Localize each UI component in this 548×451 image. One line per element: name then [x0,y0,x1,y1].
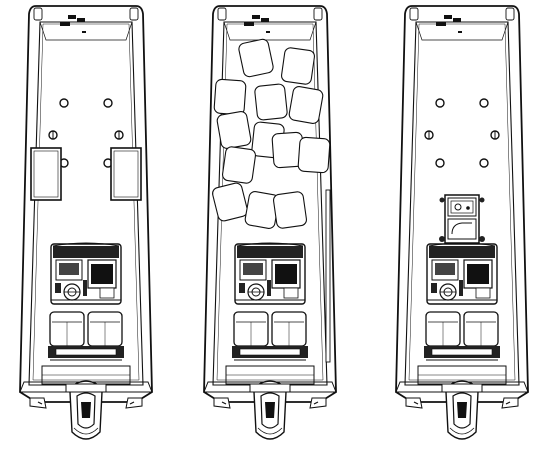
boat-layout-bare-deck [19,5,153,440]
boat-layout-cushion-deck [203,5,337,440]
boat-layout-head-compartment [395,5,529,440]
